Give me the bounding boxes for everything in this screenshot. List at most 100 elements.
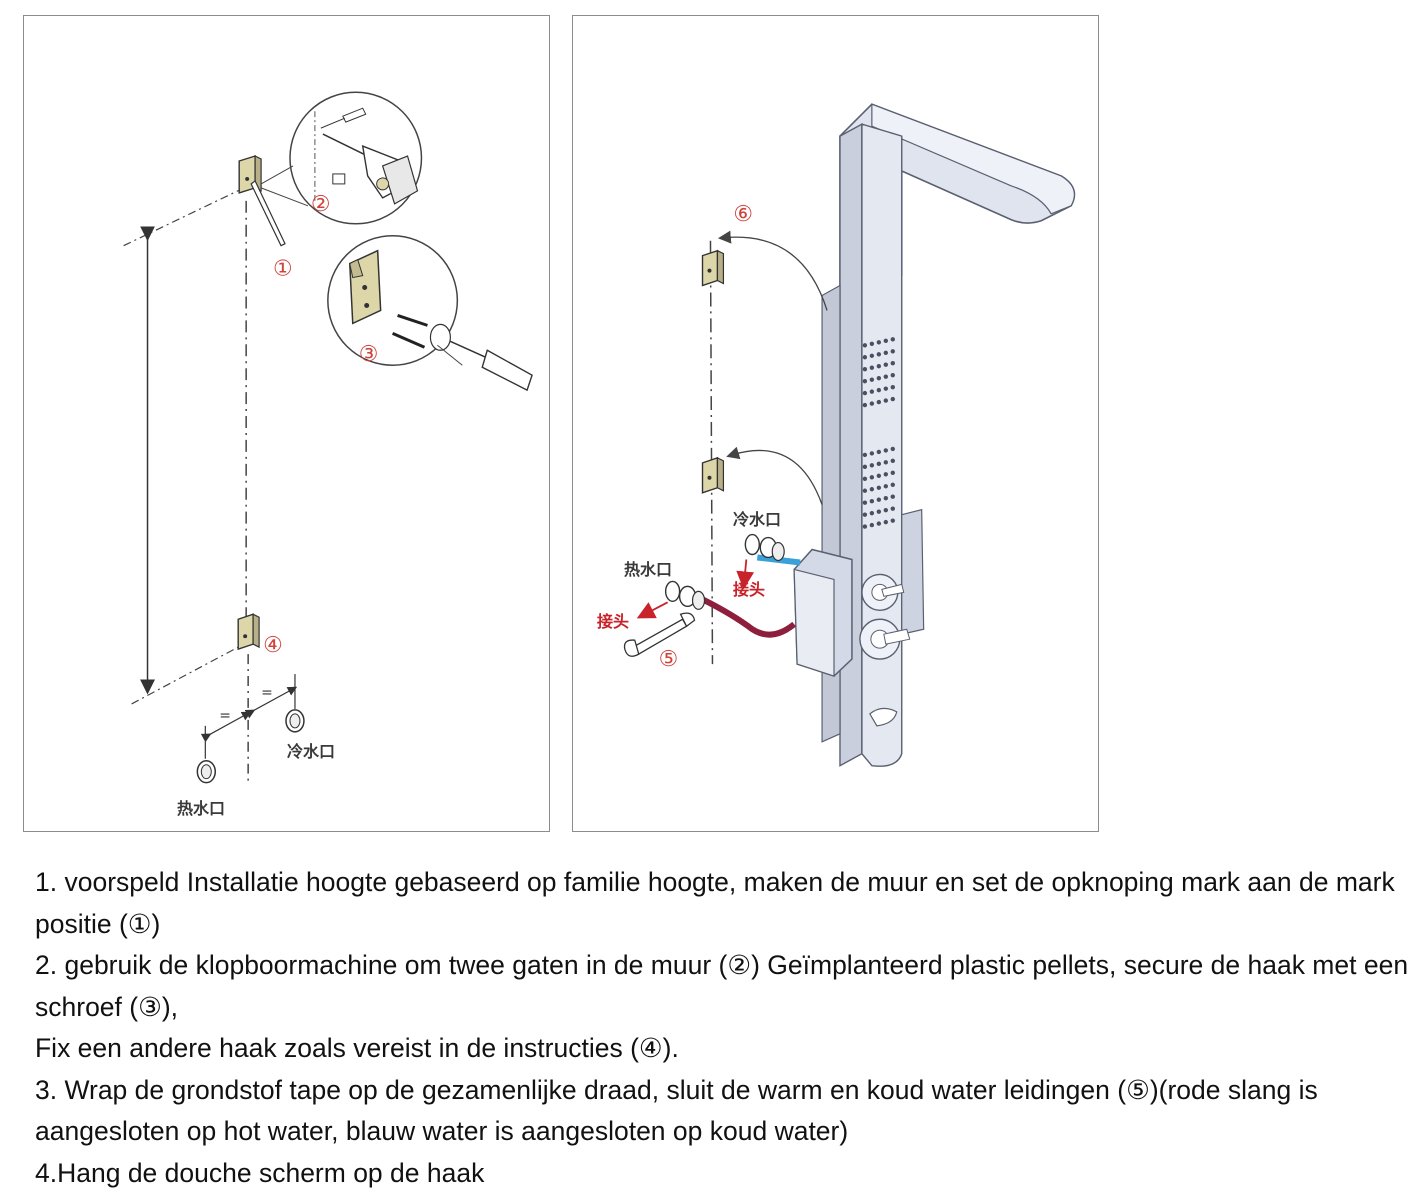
nozzle-dot — [862, 452, 868, 458]
nozzle-dot — [890, 396, 895, 402]
nozzle-dot — [876, 521, 882, 526]
hot-water-connection — [664, 580, 797, 638]
nozzle-dot — [869, 341, 875, 346]
nozzle-dot — [883, 519, 888, 525]
wrench-icon — [623, 612, 696, 657]
nozzle-dot — [876, 473, 882, 478]
cold-water-inlet-label-right: 冷水口 — [733, 510, 782, 529]
upper-hook-bracket — [701, 249, 725, 287]
nozzle-dot — [876, 449, 882, 455]
nozzle-dot — [862, 512, 868, 517]
nozzle-dot — [876, 485, 882, 490]
nozzle-dot — [890, 349, 895, 354]
nozzle-dot — [883, 386, 888, 391]
hot-connector-label: 接头 — [597, 612, 630, 631]
drill-detail-callout — [260, 91, 423, 225]
cold-water-inlet-label: 冷水口 — [287, 742, 336, 761]
nozzle-dot — [869, 510, 875, 516]
nozzle-dot — [869, 475, 875, 480]
step-marker-3: ③ — [359, 342, 379, 367]
nozzle-dot — [890, 518, 895, 523]
nozzle-dot — [876, 364, 882, 369]
installation-instructions: 1. voorspeld Installatie hoogte gebaseer… — [35, 862, 1410, 1194]
lower-hook-bracket — [701, 456, 725, 494]
nozzle-dot — [862, 488, 868, 493]
instruction-step-4: 4.Hang de douche scherm op de haak — [35, 1157, 485, 1188]
cold-connector-label: 接头 — [733, 580, 766, 599]
nozzle-dot — [883, 484, 888, 489]
nozzle-dot — [890, 361, 895, 366]
shower-panel-body — [793, 103, 1076, 767]
nozzle-dot — [876, 340, 882, 345]
nozzle-dot — [869, 365, 875, 370]
nozzle-dot — [862, 390, 868, 396]
nozzle-dot — [890, 384, 895, 390]
shower-panel-illustration: ⑥ ⑤ — [623, 103, 1076, 767]
instruction-step-2: 2. gebruik de klopboormachine om twee ga… — [35, 950, 1409, 1022]
nozzle-dot — [890, 494, 895, 499]
nozzle-dot — [869, 389, 875, 394]
wall-mounting-illustration: = = — [123, 91, 533, 784]
nozzle-dot — [869, 401, 875, 406]
hot-inlet — [196, 759, 217, 784]
nozzle-dot — [862, 500, 868, 505]
nozzle-dot — [890, 458, 895, 464]
nozzle-dot — [876, 509, 882, 514]
instruction-step-1: 1. voorspeld Installatie hoogte gebaseer… — [35, 867, 1395, 939]
nozzle-dot — [862, 524, 868, 529]
nozzle-dot — [890, 337, 895, 342]
nozzle-dot — [890, 506, 895, 511]
nozzle-dot — [869, 463, 875, 468]
nozzle-dot — [883, 338, 888, 344]
nozzle-dot — [883, 398, 888, 403]
body-jet-nozzles — [862, 337, 895, 529]
cold-inlet — [285, 709, 305, 733]
nozzle-dot — [883, 460, 888, 465]
equal-mark-left: = — [219, 708, 231, 724]
nozzle-dot — [862, 367, 868, 372]
nozzle-dot — [862, 378, 868, 384]
nozzle-dot — [876, 399, 882, 405]
nozzle-dot — [876, 387, 882, 393]
nozzle-dot — [876, 497, 882, 502]
nozzle-dot — [876, 375, 882, 381]
nozzle-dot — [890, 482, 895, 487]
nozzle-dot — [883, 350, 888, 355]
step-marker-1: ① — [273, 257, 293, 282]
nozzle-dot — [890, 470, 895, 476]
nozzle-dot — [883, 472, 888, 477]
nozzle-dot — [883, 507, 888, 513]
nozzle-dot — [869, 377, 875, 382]
nozzle-dot — [862, 402, 868, 408]
nozzle-dot — [862, 355, 868, 360]
step-marker-4: ④ — [263, 633, 283, 658]
nozzle-dot — [869, 353, 875, 358]
installation-diagram-right: ⑥ ⑤ 冷水口 热水口 接头 接头 — [572, 15, 1099, 832]
nozzle-dot — [883, 496, 888, 501]
screw-detail-callout — [327, 234, 533, 392]
top-hook-bracket — [238, 155, 286, 247]
step-marker-2: ② — [311, 192, 331, 217]
hang-arrow-upper — [717, 230, 828, 311]
cold-water-connection — [744, 533, 801, 566]
nozzle-dot — [890, 372, 895, 378]
nozzle-dot — [890, 446, 895, 452]
nozzle-dot — [883, 362, 888, 367]
nozzle-dot — [869, 487, 875, 492]
nozzle-dot — [869, 451, 875, 456]
hot-water-inlet-label: 热水口 — [177, 799, 226, 818]
hot-water-inlet-label-right: 热水口 — [624, 560, 673, 579]
equal-mark-right: = — [261, 685, 273, 701]
instruction-step-3: 3. Wrap de grondstof tape op de gezamenl… — [35, 1074, 1318, 1147]
hang-arrow-lower — [726, 446, 823, 505]
nozzle-dot — [876, 352, 882, 357]
nozzle-dot — [862, 476, 868, 481]
nozzle-dot — [883, 374, 888, 379]
nozzle-dot — [862, 343, 868, 348]
nozzle-dot — [869, 499, 875, 504]
nozzle-dot — [869, 522, 875, 528]
bottom-hook-bracket — [237, 613, 260, 651]
installation-diagram-left: = = — [23, 15, 550, 832]
nozzle-dot — [883, 448, 888, 453]
nozzle-dot — [862, 464, 868, 470]
